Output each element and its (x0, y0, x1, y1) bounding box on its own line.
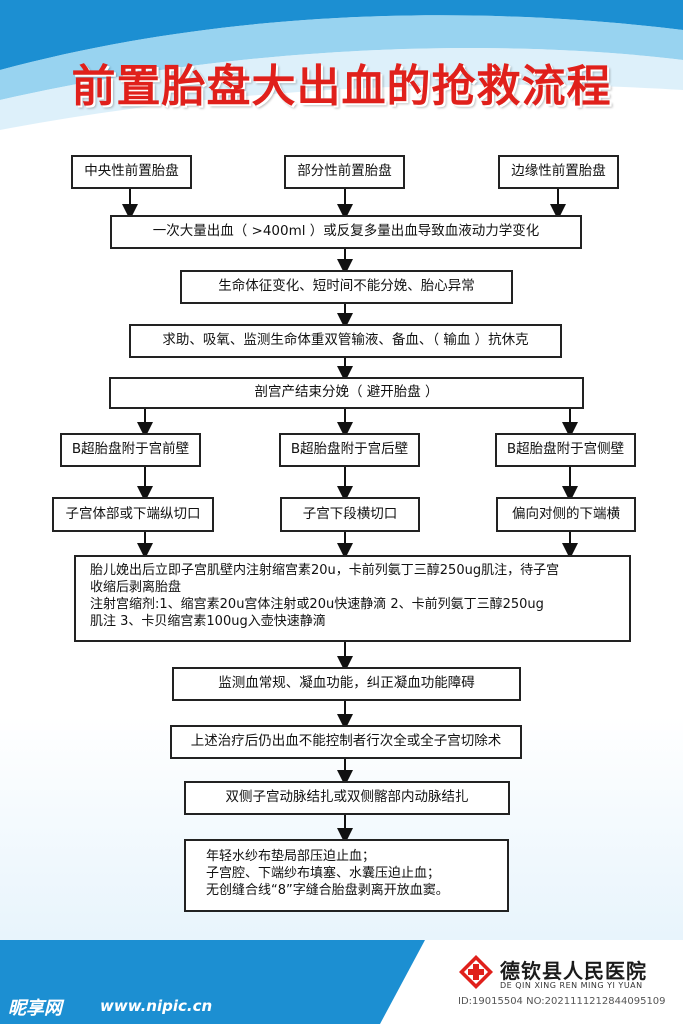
branch-side-incision: 偏向对侧的下端横 (496, 497, 636, 532)
step-vital-signs: 生命体征变化、短时间不能分娩、胎心异常 (180, 270, 513, 304)
hospital-cross-logo-icon (459, 955, 493, 989)
hospital-name: 德钦县人民医院 (500, 959, 647, 983)
watermark-brand: 昵享网 (8, 998, 62, 1019)
final-line-3: 无创缝合线“8”字缝合胎盘剥离开放血窦。 (206, 882, 449, 898)
step-cesarean: 剖宫产结束分娩（ 避开胎盘 ） (109, 377, 584, 409)
step-coagulation: 监测血常规、凝血功能，纠正凝血功能障碍 (172, 667, 521, 701)
step-uterotonic: 胎儿娩出后立即子宫肌壁内注射缩宫素20u，卡前列氨丁三醇250ug肌注，待子宫 … (74, 555, 631, 642)
step-massive-bleeding: 一次大量出血（ >400ml ）或反复多量出血导致血液动力学变化 (110, 215, 582, 249)
branch-front-incision: 子宫体部或下端纵切口 (52, 497, 214, 532)
type-partial-box: 部分性前置胎盘 (284, 155, 405, 189)
branch-back-position: B超胎盘附于宫后壁 (279, 433, 420, 467)
step-artery-ligation: 双侧子宫动脉结扎或双侧髂部内动脉结扎 (184, 781, 510, 815)
type-central-box: 中央性前置胎盘 (71, 155, 192, 189)
uterotonic-line-4: 肌注 3、卡贝缩宫素100ug入壶快速静滴 (90, 613, 326, 629)
uterotonic-line-2: 收缩后剥离胎盘 (90, 579, 182, 595)
watermark-url: www.nipic.cn (100, 997, 213, 1015)
header-swoosh (0, 0, 683, 130)
branch-back-incision: 子宫下段横切口 (280, 497, 420, 532)
watermark-id: ID:19015504 NO:20211112128440951​09 (458, 996, 666, 1007)
final-line-1: 年轻水纱布垫局部压迫止血； (206, 849, 376, 864)
branch-front-position: B超胎盘附于宫前壁 (60, 433, 201, 467)
uterotonic-line-1: 胎儿娩出后立即子宫肌壁内注射缩宫素20u，卡前列氨丁三醇250ug肌注，待子宫 (90, 563, 560, 578)
final-line-2: 子宫腔、下端纱布填塞、水囊压迫止血； (206, 865, 441, 881)
step-hysterectomy: 上述治疗后仍出血不能控制者行次全或全子宫切除术 (170, 725, 522, 759)
page-title: 前置胎盘大出血的抢救流程 (71, 61, 612, 112)
branch-side-position: B超胎盘附于宫侧壁 (495, 433, 636, 467)
step-anti-shock: 求助、吸氧、监测生命体重双管输液、备血、（ 输血 ）抗休克 (129, 324, 562, 358)
footer-hospital-panel (380, 940, 683, 1024)
uterotonic-line-3: 注射宫缩剂:1、缩宫素20u宫体注射或20u快速静滴 2、卡前列氨丁三醇250u… (90, 596, 544, 612)
hospital-pinyin: DE QIN XING REN MING YI YUAN (500, 981, 643, 990)
step-final-measures: 年轻水纱布垫局部压迫止血； 子宫腔、下端纱布填塞、水囊压迫止血； 无创缝合线“8… (184, 839, 509, 912)
type-marginal-box: 边缘性前置胎盘 (498, 155, 619, 189)
